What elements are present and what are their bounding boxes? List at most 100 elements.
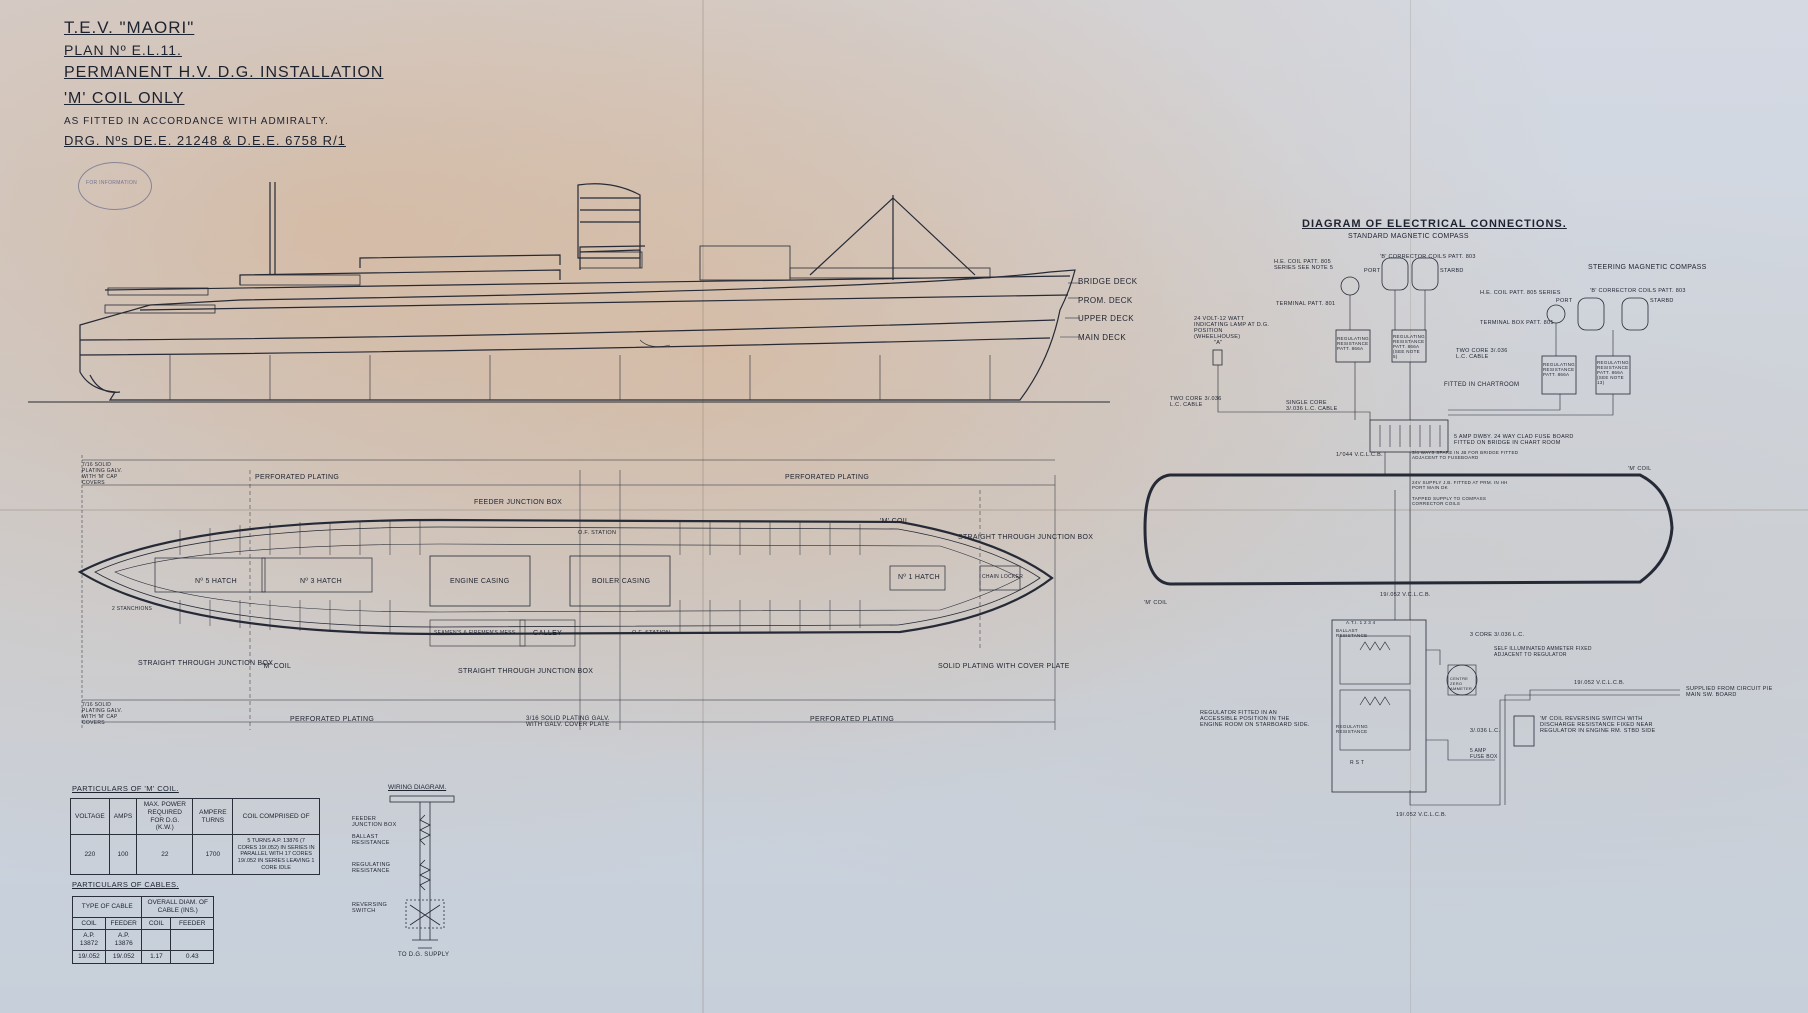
electrical-label: 3 CORE 3/.036 L.C. bbox=[1470, 632, 1525, 638]
deck-label: PROM. DECK bbox=[1078, 296, 1133, 305]
plan-label: GALLEY bbox=[533, 630, 563, 637]
wiring-label: REVERSING SWITCH bbox=[352, 902, 388, 914]
title-ship: T.E.V. "MAORI" bbox=[64, 18, 195, 37]
plan-label: O.F. STATION bbox=[578, 530, 617, 536]
table-cell: 0.43 bbox=[170, 949, 214, 964]
plan-label: 'M' COIL bbox=[262, 663, 292, 670]
title-fitted: AS FITTED IN ACCORDANCE WITH ADMIRALTY. bbox=[64, 116, 329, 127]
plan-label: O.F. STATION bbox=[632, 630, 671, 636]
table-cell: A.P. 13872 bbox=[72, 929, 106, 951]
plan-label: STRAIGHT THROUGH JUNCTION BOX bbox=[138, 660, 274, 667]
table-cell: 1700 bbox=[192, 834, 234, 876]
electrical-label: STARBD bbox=[1650, 298, 1674, 304]
stamp-text: FOR INFORMATION bbox=[86, 180, 138, 186]
plan-label: ENGINE CASING bbox=[450, 578, 510, 585]
plan-label: CHAIN LOCKER bbox=[982, 574, 1024, 580]
table-cell: 100 bbox=[108, 834, 138, 876]
electrical-label: 'M' COIL bbox=[1628, 466, 1652, 472]
plan-label: PERFORATED PLATING bbox=[810, 716, 895, 723]
coil-particulars-title: PARTICULARS OF 'M' COIL. bbox=[72, 784, 179, 793]
wiring-label: REGULATING RESISTANCE bbox=[352, 862, 391, 874]
table-cell: 22 bbox=[136, 834, 194, 876]
table-header: AMPERE TURNS bbox=[192, 797, 234, 836]
electrical-label: TWO CORE 3/.036 L.C. CABLE bbox=[1456, 348, 1508, 360]
cable-particulars-title: PARTICULARS OF CABLES. bbox=[72, 880, 179, 889]
electrical-label: 3/4 WAYS SPARE IN JB FOR BRIDGE FITTED A… bbox=[1412, 450, 1519, 460]
electrical-label: 'M' COIL REVERSING SWITCH WITH DISCHARGE… bbox=[1540, 716, 1656, 734]
plan-label: 'M' COIL bbox=[880, 518, 910, 525]
table-cell: 220 bbox=[70, 834, 110, 876]
plan-label: PERFORATED PLATING bbox=[255, 474, 340, 481]
plan-label: SEAMEN'S & FIREMEN'S MESS bbox=[434, 630, 516, 636]
title-plan: PLAN Nº E.L.11. bbox=[64, 42, 182, 58]
table-cell: A.P. 13876 bbox=[104, 929, 143, 951]
electrical-label: 24 VOLT-12 WATT INDICATING LAMP AT D.G. … bbox=[1194, 316, 1270, 340]
electrical-label: SUPPLIED FROM CIRCUIT PIE MAIN SW. BOARD bbox=[1686, 686, 1773, 698]
electrical-label: REGULATING RESISTANCE PATT. 866A bbox=[1337, 336, 1369, 351]
deck-leaders bbox=[1060, 282, 1080, 338]
plan-label: PERFORATED PLATING bbox=[290, 716, 375, 723]
plan-label: BOILER CASING bbox=[592, 578, 651, 585]
table-header: OVERALL DIAM. OF CABLE (INS.) bbox=[141, 896, 214, 918]
table-header: COIL bbox=[72, 916, 106, 931]
electrical-label: STARBD bbox=[1440, 268, 1464, 274]
table-cell: 1.17 bbox=[141, 949, 172, 964]
electrical-label: 24V SUPPLY J.B. FITTED AT PRM. IN HH POR… bbox=[1412, 480, 1508, 490]
electrical-label: 1/'044 V.C.L.C.B. bbox=[1336, 452, 1383, 458]
electrical-title: DIAGRAM OF ELECTRICAL CONNECTIONS. bbox=[1302, 218, 1567, 230]
electrical-label: TERMINAL BOX PATT. 801 bbox=[1480, 320, 1554, 326]
electrical-label: 'B' CORRECTOR COILS PATT. 803 bbox=[1380, 254, 1476, 260]
electrical-label: SINGLE CORE 3/.036 L.C. CABLE bbox=[1286, 400, 1338, 412]
plan-label: STRAIGHT THROUGH JUNCTION BOX bbox=[458, 668, 594, 675]
electrical-label: H.E. COIL PATT. 805 SERIES bbox=[1480, 290, 1561, 296]
table-header: MAX. POWER REQUIRED FOR D.G. (K.W.) bbox=[136, 797, 194, 836]
cable-particulars-table: TYPE OF CABLE OVERALL DIAM. OF CABLE (IN… bbox=[71, 896, 214, 964]
table-cell bbox=[141, 929, 172, 951]
wiring-label: BALLAST RESISTANCE bbox=[352, 834, 390, 846]
coil-particulars-table: VOLTAGE AMPS MAX. POWER REQUIRED FOR D.G… bbox=[70, 797, 320, 876]
table-header: TYPE OF CABLE bbox=[71, 896, 143, 918]
electrical-label: PORT bbox=[1556, 298, 1573, 304]
electrical-subtitle: STANDARD MAGNETIC COMPASS bbox=[1348, 233, 1469, 240]
ship-profile bbox=[28, 182, 1110, 403]
wiring-diagram bbox=[389, 795, 455, 949]
plan-label: 3/16 SOLID PLATING GALV. WITH GALV. COVE… bbox=[526, 716, 610, 728]
table-header: FEEDER bbox=[104, 916, 143, 931]
deck-plan bbox=[77, 455, 1056, 730]
electrical-label: R S T bbox=[1350, 760, 1365, 766]
electrical-label: REGULATING RESISTANCE PATT. 866A (SEE NO… bbox=[1393, 334, 1425, 359]
electrical-label: REGULATOR FITTED IN AN ACCESSIBLE POSITI… bbox=[1200, 710, 1310, 728]
fold-line bbox=[1410, 0, 1411, 1013]
electrical-label: TWO CORE 3/.036 L.C. CABLE bbox=[1170, 396, 1222, 408]
plan-label: 7/16 SOLID PLATING GALV. WITH 'M' CAP CO… bbox=[82, 462, 123, 486]
stamp-seal bbox=[78, 162, 152, 210]
fold-line bbox=[0, 509, 1808, 511]
plan-label: 7/16 SOLID PLATING GALV. WITH 'M' CAP CO… bbox=[82, 702, 123, 726]
electrical-label: 5 AMP FUSE BOX bbox=[1470, 748, 1498, 760]
wiring-label: TO D.G. SUPPLY bbox=[398, 952, 450, 958]
electrical-label: BALLAST RESISTANCE bbox=[1336, 628, 1368, 638]
electrical-label: 5 AMP DWBY. 24 WAY CLAD FUSE BOARD FITTE… bbox=[1454, 434, 1574, 446]
plan-label: Nº 1 HATCH bbox=[898, 574, 940, 581]
electrical-label: 19/.052 V.C.L.C.B. bbox=[1574, 680, 1625, 686]
electrical-label: 'B' CORRECTOR COILS PATT. 803 bbox=[1590, 288, 1686, 294]
electrical-label: PORT bbox=[1364, 268, 1381, 274]
electrical-label: H.E. COIL PATT. 805 SERIES SEE NOTE 5 bbox=[1274, 259, 1334, 271]
electrical-label: A.T.I. 1 2 3 4 bbox=[1346, 620, 1376, 625]
electrical-label: FITTED IN CHARTROOM bbox=[1444, 382, 1520, 388]
plan-label: FEEDER JUNCTION BOX bbox=[474, 499, 563, 506]
title-drg: DRG. Nºs DE.E. 21248 & D.E.E. 6758 R/1 bbox=[64, 133, 346, 148]
table-cell: 19/.052 bbox=[104, 949, 143, 964]
table-cell bbox=[170, 929, 214, 951]
electrical-label: CENTRE ZERO AMMETER bbox=[1450, 676, 1473, 691]
electrical-coil-loop bbox=[1143, 257, 1680, 806]
table-cell: 19/.052 bbox=[72, 949, 106, 964]
electrical-label: 3/.036 L.C. bbox=[1470, 728, 1501, 734]
electrical-label: REGULATING RESISTANCE PATT. 866A bbox=[1543, 362, 1575, 377]
deck-label: BRIDGE DECK bbox=[1078, 277, 1138, 286]
deck-label: MAIN DECK bbox=[1078, 333, 1127, 342]
fold-line bbox=[702, 0, 704, 1013]
title-coil: 'M' COIL ONLY bbox=[64, 90, 185, 107]
